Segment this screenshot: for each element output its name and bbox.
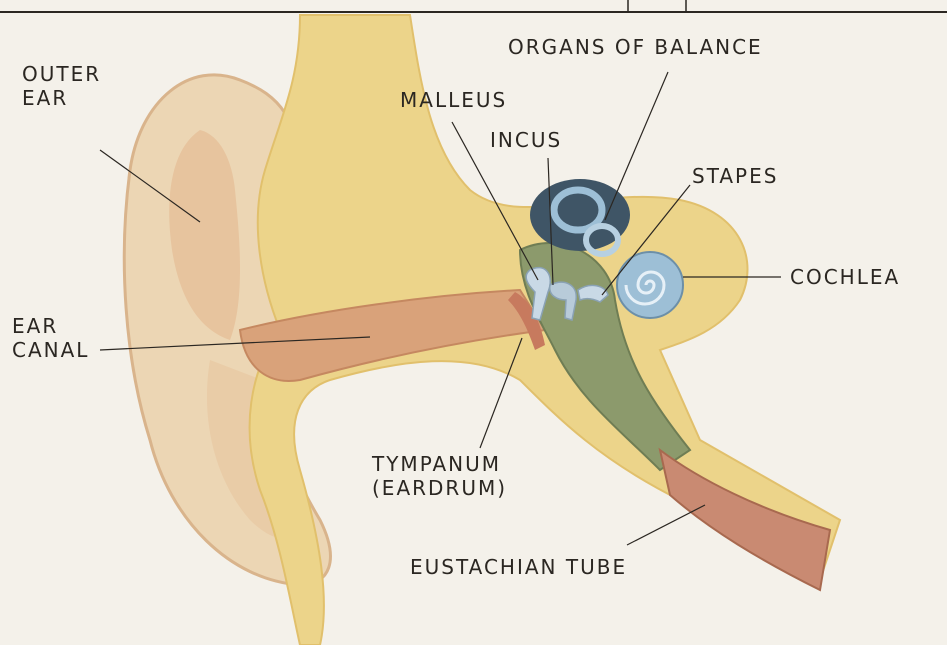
label-eustachian-tube: EUSTACHIAN TUBE (410, 555, 627, 579)
label-incus: INCUS (490, 128, 562, 152)
label-tympanum-line1: TYMPANUM (372, 452, 507, 476)
label-stapes: STAPES (692, 164, 778, 188)
label-tympanum: TYMPANUM (EARDRUM) (372, 452, 507, 500)
label-ear-canal-line2: CANAL (12, 338, 89, 362)
label-outer-ear: OUTER EAR (22, 62, 101, 110)
label-ear-canal-line1: EAR (12, 314, 89, 338)
label-outer-ear-line1: OUTER (22, 62, 101, 86)
label-malleus: MALLEUS (400, 88, 507, 112)
leader-eustachian-tube (627, 505, 705, 545)
label-ear-canal: EAR CANAL (12, 314, 89, 362)
label-tympanum-line2: (EARDRUM) (372, 476, 507, 500)
label-outer-ear-line2: EAR (22, 86, 101, 110)
label-cochlea: COCHLEA (790, 265, 900, 289)
label-organs-of-balance: ORGANS OF BALANCE (508, 35, 763, 59)
